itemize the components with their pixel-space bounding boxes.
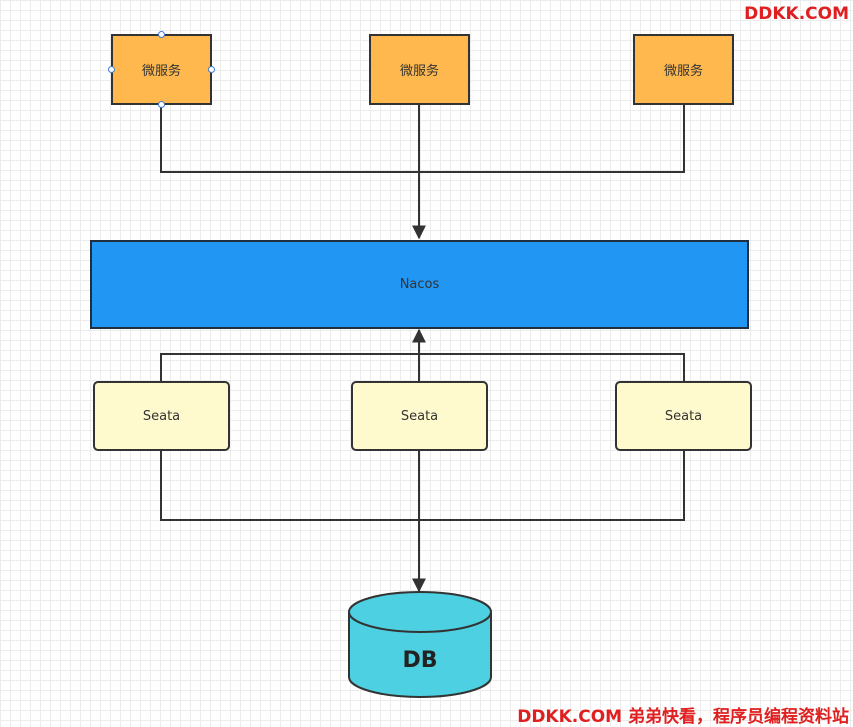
seata-label: Seata [400, 408, 439, 424]
microservice-connector-right [419, 104, 685, 173]
watermark-top: DDKK.COM [744, 4, 849, 24]
seata-box-2[interactable]: Seata [351, 381, 488, 451]
selection-handle-top[interactable] [158, 31, 165, 38]
selection-handle-left[interactable] [108, 66, 115, 73]
microservice-label: 微服务 [399, 64, 439, 79]
watermark-bottom: DDKK.COM 弟弟快看，程序员编程资料站 [517, 707, 849, 727]
selection-handle-right[interactable] [208, 66, 215, 73]
seata-box-3[interactable]: Seata [615, 381, 752, 451]
nacos-label: Nacos [399, 277, 440, 292]
seata-db-bus [160, 450, 685, 521]
microservice-label: 微服务 [663, 64, 703, 79]
nacos-registry-box[interactable]: Nacos [90, 240, 749, 329]
seata-registration-bus [160, 353, 685, 382]
db-cylinder[interactable] [348, 591, 492, 698]
seata-label: Seata [664, 408, 703, 424]
microservice-box-3[interactable]: 微服务 [633, 34, 734, 105]
seata-box-1[interactable]: Seata [93, 381, 230, 451]
selection-handle-bottom[interactable] [158, 101, 165, 108]
microservice-label: 微服务 [141, 64, 181, 79]
microservice-box-1[interactable]: 微服务 [111, 34, 212, 105]
seata-label: Seata [142, 408, 181, 424]
db-label: DB [402, 648, 438, 673]
microservice-connector-left [160, 104, 419, 173]
microservice-box-2[interactable]: 微服务 [369, 34, 470, 105]
